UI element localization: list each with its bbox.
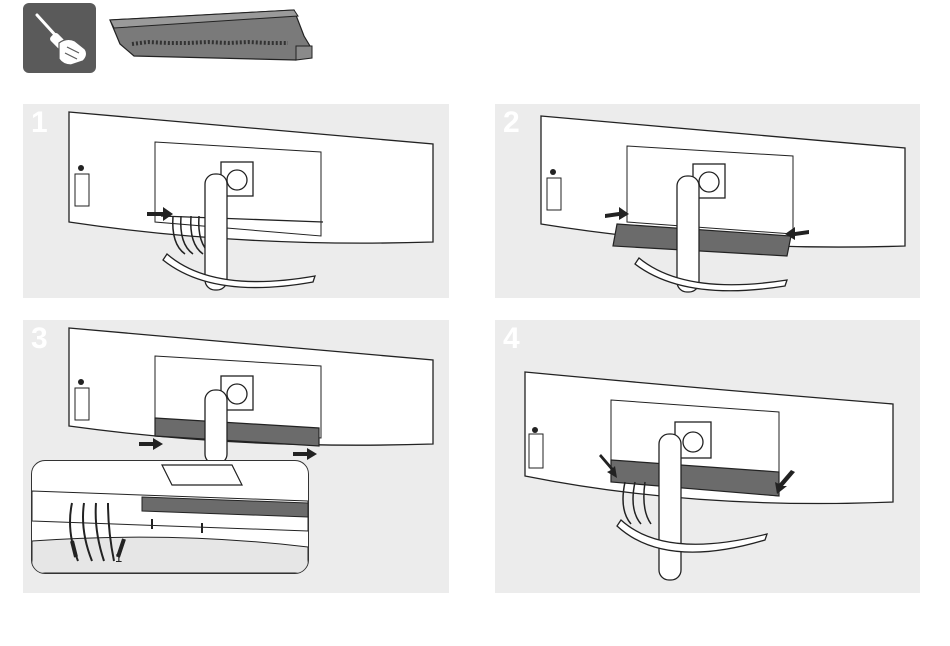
monitor-rear-illustration [495,104,920,298]
screwdriver-hand-icon [23,3,96,73]
monitor-rear-illustration [495,320,920,593]
detail-callout: 1 [31,460,309,574]
step-panel-3: 3 1 [23,320,449,593]
step-panel-1: 1 [23,104,449,298]
cable-cover-part [108,6,318,66]
step-panel-2: 2 [495,104,920,298]
monitor-rear-illustration [23,104,449,298]
clip-detail-illustration [32,461,308,573]
step-panel-4: 4 [495,320,920,593]
cable-cover-icon [108,6,318,66]
callout-label: 1 [115,550,122,565]
tool-badge [23,3,96,73]
